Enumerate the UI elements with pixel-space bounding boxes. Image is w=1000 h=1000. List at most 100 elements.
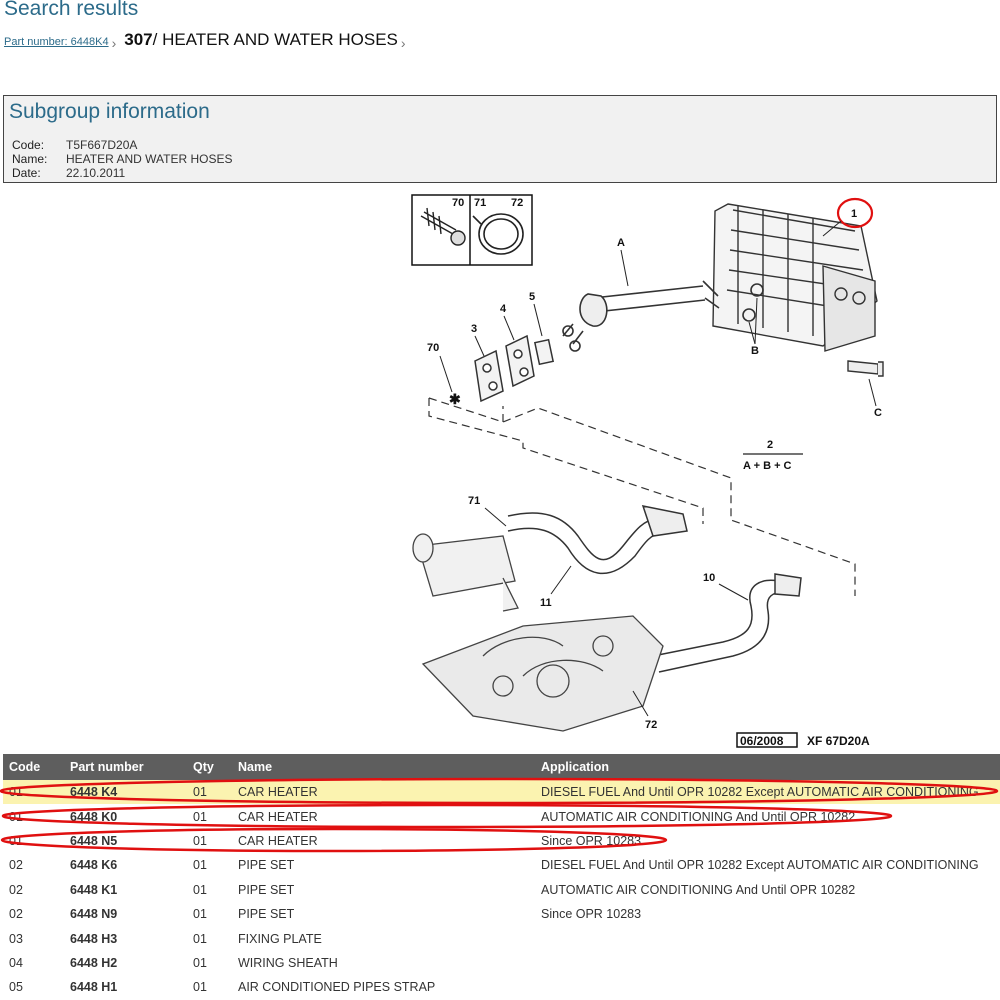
cell-qty: 01 xyxy=(193,907,207,922)
water-hose-11-icon xyxy=(507,505,688,575)
cell-application: AUTOMATIC AIR CONDITIONING And Until OPR… xyxy=(541,809,856,824)
page-heading: Search results xyxy=(4,0,139,20)
table-row[interactable]: 01 6448 N5 01 CAR HEATER Since OPR 10283 xyxy=(3,829,1000,853)
cell-code: 01 xyxy=(9,809,23,824)
diagram-label-C: C xyxy=(874,407,882,419)
cell-name: CAR HEATER xyxy=(238,809,318,824)
cell-code: 02 xyxy=(9,882,23,897)
stamp-box xyxy=(736,732,798,748)
cell-qty: 01 xyxy=(193,980,207,995)
cell-part-number[interactable]: 6448 K4 xyxy=(64,780,187,805)
cell-application: Since OPR 10283 xyxy=(541,833,642,848)
diagram-stamp-ref: XF 67D20A xyxy=(807,734,870,748)
subgroup-date-row: Date: 22.10.2011 xyxy=(12,166,125,180)
hose-clamp-icon xyxy=(472,213,524,255)
cell-part-number[interactable]: 6448 N5 xyxy=(70,833,118,848)
breadcrumb: Part number: 6448K4 › 307 / HEATER AND W… xyxy=(4,30,414,52)
table-row[interactable]: 01 6448 K4 01 CAR HEATER DIESEL FUEL And… xyxy=(3,780,1000,805)
cell-application xyxy=(535,926,1000,950)
column-header-part-number[interactable]: Part number xyxy=(64,754,187,780)
cell-part-number[interactable]: 6448 K0 xyxy=(70,809,118,824)
water-pump-icon xyxy=(412,533,519,612)
dashed-assembly-outline-2 xyxy=(428,398,704,524)
cell-part-number[interactable]: 6448 H3 xyxy=(70,931,118,946)
info-key: Date: xyxy=(12,166,41,180)
breadcrumb-group-title: / HEATER AND WATER HOSES xyxy=(152,30,398,49)
subgroup-name-value: HEATER AND WATER HOSES xyxy=(66,152,233,166)
diagram-label-72b: 72 xyxy=(645,719,657,731)
cell-code: 05 xyxy=(9,980,23,995)
cell-name: AIR CONDITIONED PIPES STRAP xyxy=(238,980,436,995)
subgroup-title: Subgroup information xyxy=(9,100,210,123)
cell-application: DIESEL FUEL And Until OPR 10282 Except A… xyxy=(535,780,1000,805)
diagram-label-10: 10 xyxy=(703,572,715,584)
cell-name: PIPE SET xyxy=(238,907,295,922)
diagram-label-A: A xyxy=(617,237,625,249)
table-row[interactable]: 02 6448 K6 01 PIPE SET DIESEL FUEL And U… xyxy=(3,853,1000,877)
breadcrumb-group-code: 307 xyxy=(124,30,153,49)
subgroup-code-row: Code:T5F667D20A xyxy=(12,138,137,152)
diagram-label-4: 4 xyxy=(500,303,507,315)
table-row[interactable]: 05 6448 H1 01 AIR CONDITIONED PIPES STRA… xyxy=(3,975,1000,999)
cell-qty: 01 xyxy=(187,780,232,805)
cell-part-number[interactable]: 6448 K6 xyxy=(70,858,118,873)
cell-name: WIRING SHEATH xyxy=(238,955,338,970)
diagram-formula: A + B + C xyxy=(743,460,792,472)
cell-part-number[interactable]: 6448 K1 xyxy=(70,882,118,897)
cell-name: CAR HEATER xyxy=(238,833,318,848)
cell-name: PIPE SET xyxy=(238,858,295,873)
cell-qty: 01 xyxy=(193,955,207,970)
water-hose-10-icon xyxy=(652,573,802,673)
cell-qty: 01 xyxy=(193,809,207,824)
column-header-qty[interactable]: Qty xyxy=(187,754,232,780)
breadcrumb-part-number-link[interactable]: Part number: 6448K4 xyxy=(4,36,109,48)
screw-icon xyxy=(420,207,466,246)
svg-text:1: 1 xyxy=(851,208,857,220)
diagram-stamp-date: 06/2008 xyxy=(740,734,784,748)
subgroup-name-row: Name: HEATER AND WATER HOSES xyxy=(12,152,232,166)
star-marker: ✱ xyxy=(449,391,461,407)
diagram-label-3: 3 xyxy=(471,323,477,335)
cell-application: AUTOMATIC AIR CONDITIONING And Until OPR… xyxy=(541,882,856,897)
cell-part-number[interactable]: 6448 H2 xyxy=(70,955,118,970)
cell-part-number[interactable]: 6448 H1 xyxy=(70,980,118,995)
column-header-code[interactable]: Code xyxy=(3,754,64,780)
cell-application: DIESEL FUEL And Until OPR 10282 Except A… xyxy=(541,858,979,873)
diagram-label-71b: 71 xyxy=(468,495,480,507)
info-key: Name: xyxy=(12,152,48,166)
table-row[interactable]: 01 6448 K0 01 CAR HEATER AUTOMATIC AIR C… xyxy=(3,804,1000,828)
table-row[interactable]: 02 6448 K1 01 PIPE SET AUTOMATIC AIR CON… xyxy=(3,878,1000,902)
column-header-application[interactable]: Application xyxy=(535,754,1000,780)
table-header-row: Code Part number Qty Name Application xyxy=(3,754,1000,780)
cell-qty: 01 xyxy=(193,882,207,897)
table-row[interactable]: 03 6448 H3 01 FIXING PLATE xyxy=(3,926,1000,950)
pipe-set-icon xyxy=(562,280,764,352)
chevron-right-icon: › xyxy=(111,35,117,51)
callout-1-ring: 1 xyxy=(836,197,874,229)
column-header-name[interactable]: Name xyxy=(232,754,535,780)
cell-code: 01 xyxy=(3,780,64,805)
cell-application xyxy=(535,975,1000,999)
table-row[interactable]: 02 6448 N9 01 PIPE SET Since OPR 10283 xyxy=(3,902,1000,926)
cell-code: 04 xyxy=(9,955,23,970)
subgroup-date-value: 22.10.2011 xyxy=(66,166,126,180)
exploded-diagram[interactable]: 70 71 72 1 A B xyxy=(3,186,997,752)
cell-application xyxy=(535,951,1000,975)
cell-name: PIPE SET xyxy=(238,882,295,897)
diagram-label-2: 2 xyxy=(767,439,773,451)
diagram-label-5: 5 xyxy=(529,291,535,303)
diagram-label-72: 72 xyxy=(511,197,523,209)
cell-code: 01 xyxy=(9,833,23,848)
cell-qty: 01 xyxy=(193,931,207,946)
cell-part-number[interactable]: 6448 N9 xyxy=(70,907,118,922)
cell-code: 02 xyxy=(9,858,23,873)
cell-qty: 01 xyxy=(193,833,207,848)
table-row[interactable]: 04 6448 H2 01 WIRING SHEATH xyxy=(3,951,1000,975)
subgroup-info-panel: Subgroup information Code:T5F667D20A Nam… xyxy=(3,95,997,183)
thermostat-housing-icon xyxy=(421,615,664,732)
parts-table: Code Part number Qty Name Application 01… xyxy=(3,754,1000,1000)
dashed-assembly-outline xyxy=(428,397,856,596)
diagram-label-71: 71 xyxy=(474,197,486,209)
diagram-label-11: 11 xyxy=(540,597,552,609)
cell-application: Since OPR 10283 xyxy=(541,907,642,922)
